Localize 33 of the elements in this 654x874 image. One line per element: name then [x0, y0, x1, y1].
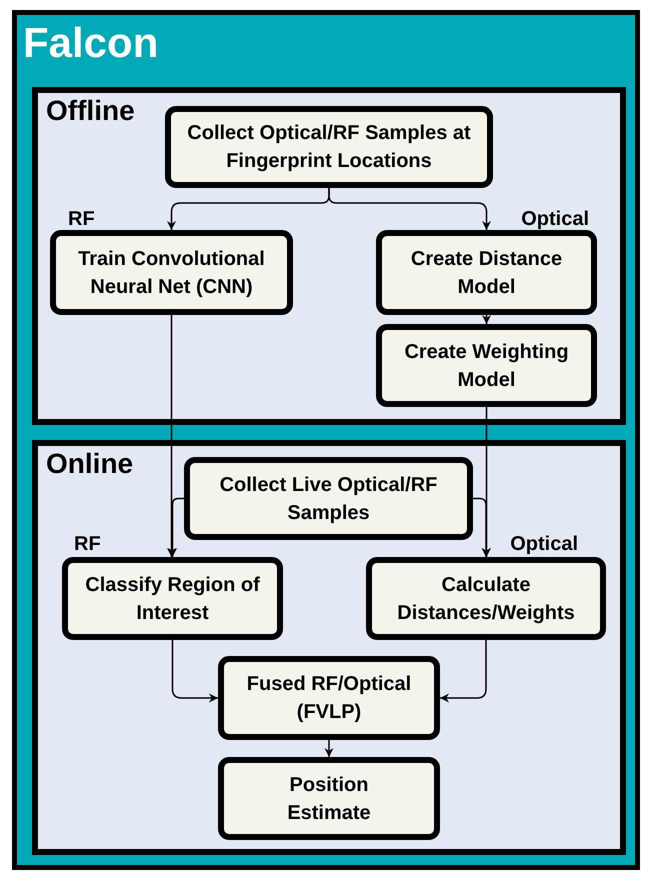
stage-panel — [32, 87, 626, 425]
step-label: Collect Optical/RF Samples at Fingerprint Locations — [186, 121, 472, 174]
process-box — [184, 457, 473, 540]
panel-title: Online — [46, 448, 134, 480]
arrow — [172, 640, 218, 702]
panel-title: Offline — [46, 95, 135, 127]
arrow — [328, 188, 491, 230]
arrow — [168, 498, 184, 557]
process-box — [165, 106, 493, 188]
panel-title: Falcon — [23, 19, 158, 67]
arrow — [482, 315, 491, 324]
arrow — [167, 315, 176, 557]
process-box — [218, 656, 440, 740]
arrow — [440, 640, 487, 702]
arrow — [482, 407, 491, 557]
branch-label: RF — [74, 533, 101, 556]
process-box — [218, 757, 440, 840]
branch-label: Optical — [510, 533, 578, 556]
step-label: Calculate Distances/Weights — [396, 572, 576, 626]
branch-label: RF — [68, 208, 95, 231]
step-label: Train Convolutional Neural Net (CNN) — [77, 246, 266, 300]
step-label: Create Weighting Model — [403, 340, 570, 392]
step-label: Position Estimate — [286, 772, 372, 826]
branch-label: Optical — [521, 208, 589, 231]
step-label: Classify Region of Interest — [84, 572, 261, 626]
step-label: Create Distance Model — [410, 246, 564, 300]
arrow — [324, 740, 334, 757]
step-label: Collect Live Optical/RF Samples — [218, 472, 438, 526]
step-label: Fused RF/Optical (FVLP) — [246, 672, 412, 725]
arrow — [473, 498, 490, 557]
stage-panel — [32, 440, 626, 855]
process-box — [376, 324, 597, 407]
outer-panel — [12, 10, 640, 870]
